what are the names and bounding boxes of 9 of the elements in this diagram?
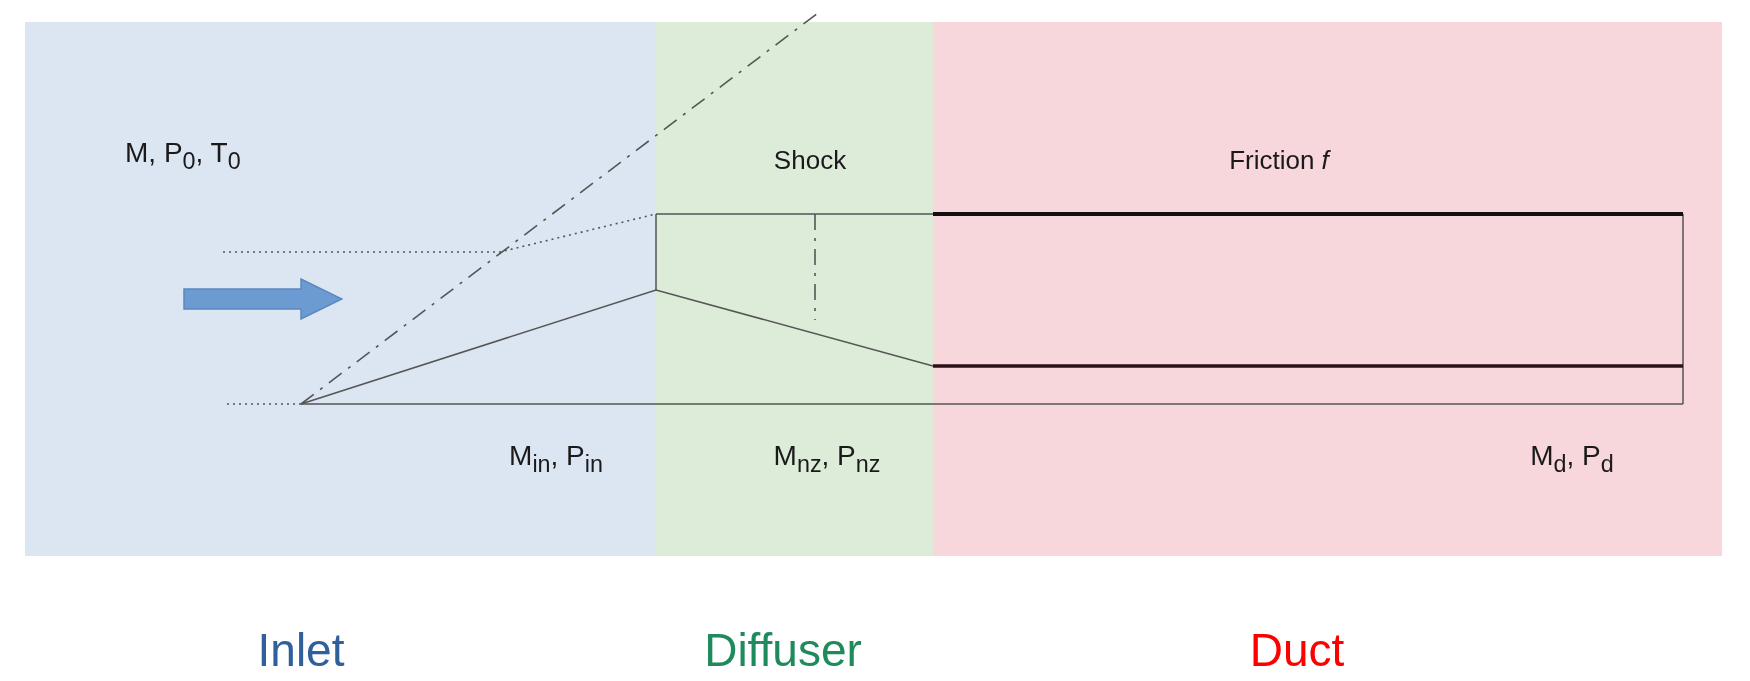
friction-label: Friction f [1229, 146, 1329, 176]
flow-state-label: M$_{nz}$, P$_{nz}$ [773, 440, 881, 478]
section-title: Inlet [257, 624, 345, 676]
section-title: Duct [1249, 624, 1345, 676]
flow-state-label: M, P$_{0}$, T$_{0}$ [125, 137, 241, 175]
flow-state-label: M$_{d}$, P$_{d}$ [1530, 440, 1614, 478]
shock-label: Shock [773, 146, 847, 176]
section-title: Diffuser [704, 624, 862, 676]
flow-state-label: M$_{in}$, P$_{in}$ [509, 440, 603, 478]
